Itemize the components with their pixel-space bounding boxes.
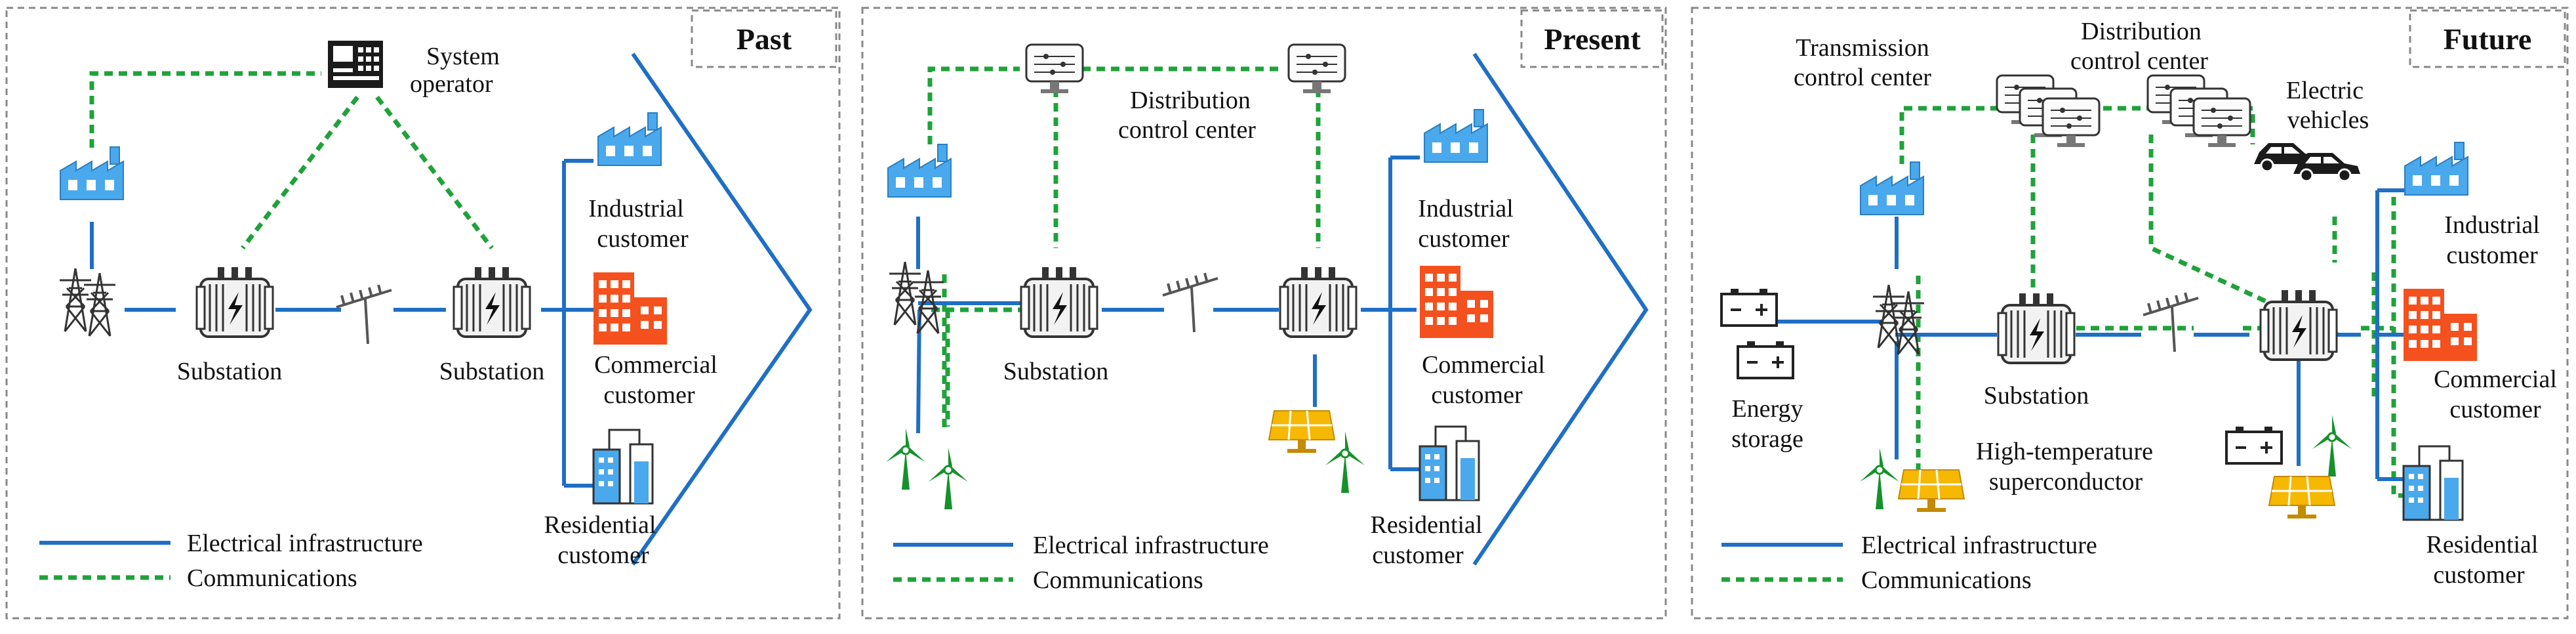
computer-icon	[1287, 43, 1346, 95]
factory-icon	[1860, 161, 1924, 215]
label-transmission-cc-2: control center	[1794, 64, 1931, 91]
label-substation-future: Substation	[1984, 382, 2089, 410]
computer-icon	[2042, 97, 2101, 148]
label-distribution-cc-2: control center	[1118, 116, 1256, 144]
solar-panel-icon	[1268, 410, 1336, 454]
panel-title-future: Future	[2444, 22, 2532, 56]
legend-electrical-future: Electrical infrastructure	[1861, 532, 2097, 559]
legend-past: Electrical infrastructure Communications	[39, 530, 423, 592]
label-commercial-2: customer	[603, 381, 695, 409]
system-operator-icon	[328, 41, 383, 88]
label-industrial-present-1: Industrial	[1418, 195, 1514, 222]
label-system-operator-1: System	[426, 43, 500, 70]
wind-turbine-icon	[885, 427, 927, 491]
residential-building-icon	[592, 429, 654, 505]
label-residential-1: Residential	[544, 511, 656, 539]
battery-icon	[2225, 425, 2283, 465]
transformer-icon	[1997, 292, 2076, 364]
factory-icon	[887, 144, 952, 198]
label-energy-storage-1: Energy	[1731, 395, 1803, 423]
factory-icon	[60, 146, 124, 200]
panel-past	[5, 7, 841, 620]
transformer-icon	[195, 266, 274, 338]
label-hts-2: superconductor	[1989, 468, 2143, 496]
label-system-operator-2: operator	[410, 70, 493, 98]
label-substation-present: Substation	[1003, 358, 1108, 385]
label-residential-2: customer	[557, 541, 649, 569]
label-industrial-2: customer	[597, 225, 689, 253]
residential-building-icon	[2402, 445, 2464, 521]
label-residential-future-1: Residential	[2426, 531, 2539, 559]
legend-electrical: Electrical infrastructure	[187, 530, 423, 557]
label-hts-1: High-temperature	[1976, 438, 2153, 465]
transformer-icon	[453, 266, 531, 338]
label-industrial-future-1: Industrial	[2444, 211, 2540, 239]
label-electric-vehicles-2: vehicles	[2287, 106, 2369, 134]
legend-electrical-present: Electrical infrastructure	[1033, 532, 1269, 559]
solar-panel-icon	[2268, 475, 2336, 520]
computer-icon	[2192, 97, 2251, 148]
wind-turbine-icon	[927, 446, 969, 511]
label-industrial-future-2: customer	[2446, 242, 2538, 269]
label-electric-vehicles-1: Electric	[2286, 77, 2364, 104]
antenna-icon	[2142, 291, 2200, 353]
solar-panel-icon	[1897, 469, 1965, 513]
wind-turbine-icon	[1859, 446, 1901, 511]
label-energy-storage-2: storage	[1731, 425, 1803, 453]
label-commercial-future-1: Commercial	[2434, 366, 2557, 393]
transmission-tower-icon	[58, 267, 92, 333]
label-industrial-present-2: customer	[1418, 225, 1510, 253]
transmission-tower-icon	[888, 261, 922, 326]
commercial-building-icon	[2404, 289, 2477, 361]
wind-turbine-icon	[2311, 413, 2353, 478]
label-distribution-cc-future-2: control center	[2070, 47, 2208, 75]
commercial-building-icon	[594, 272, 667, 345]
transformer-icon	[1279, 266, 1358, 338]
label-residential-present-2: customer	[1372, 541, 1464, 569]
label-commercial-1: Commercial	[594, 351, 717, 379]
panel-future	[1691, 7, 2569, 620]
panel-title-past: Past	[736, 22, 792, 56]
residential-building-icon	[1419, 425, 1480, 501]
antenna-icon	[335, 284, 393, 345]
legend-communications: Communications	[187, 564, 357, 592]
factory-icon	[597, 112, 662, 166]
label-commercial-future-2: customer	[2449, 396, 2541, 423]
legend-communications-future: Communications	[1861, 566, 2032, 594]
battery-icon	[1720, 287, 1778, 327]
legend-future: Electrical infrastructure Communications	[1721, 532, 2097, 594]
transformer-icon	[2259, 289, 2338, 361]
label-industrial-1: Industrial	[588, 195, 684, 222]
panel-title-present: Present	[1544, 22, 1641, 56]
antenna-icon	[1161, 272, 1219, 333]
label-commercial-present-2: customer	[1431, 381, 1523, 409]
past-lines	[89, 53, 813, 566]
computer-icon	[1025, 43, 1084, 95]
transformer-icon	[1020, 266, 1098, 338]
label-transmission-cc-1: Transmission	[1796, 34, 1929, 62]
label-commercial-present-1: Commercial	[1422, 351, 1545, 379]
panel-present	[861, 7, 1667, 620]
label-substation-2: Substation	[439, 358, 544, 385]
label-substation-1: Substation	[177, 358, 282, 385]
transmission-tower-icon	[83, 272, 117, 337]
battery-icon	[1737, 340, 1794, 379]
legend-present: Electrical infrastructure Communications	[893, 532, 1269, 594]
factory-icon	[2404, 142, 2468, 196]
label-distribution-cc-1: Distribution	[1130, 87, 1251, 114]
legend-communications-present: Communications	[1033, 566, 1203, 594]
factory-icon	[1424, 109, 1488, 163]
commercial-building-icon	[1420, 266, 1493, 338]
wind-turbine-icon	[1324, 430, 1366, 494]
label-residential-future-2: customer	[2433, 561, 2525, 589]
label-residential-present-1: Residential	[1371, 511, 1483, 539]
label-distribution-cc-future-1: Distribution	[2081, 18, 2202, 45]
